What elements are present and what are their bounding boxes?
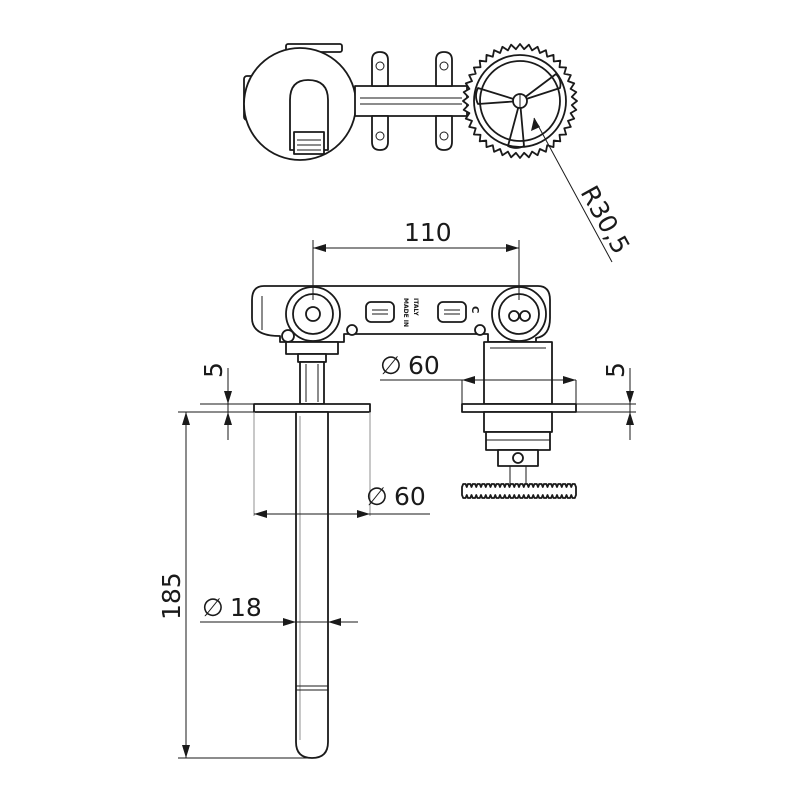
dimension-5-right: 5 xyxy=(576,362,636,440)
dimension-18-label: 18 xyxy=(230,593,262,622)
dimension-60-left-symbol: ∅ xyxy=(366,482,388,511)
dimension-5-left-label: 5 xyxy=(199,362,228,378)
front-view-body: MADE IN ITALY C xyxy=(251,285,551,343)
top-view-spout-body xyxy=(243,43,357,161)
dimension-185-label: 185 xyxy=(157,572,186,620)
dimension-5-left: 5 xyxy=(199,362,254,440)
front-view: MADE IN ITALY C xyxy=(157,218,636,759)
dimension-60-right-symbol: ∅ xyxy=(380,351,402,380)
dimension-60-right-label: 60 xyxy=(408,351,440,380)
dimension-60-left: ∅ 60 xyxy=(254,482,430,518)
dimension-18: ∅ 18 xyxy=(200,593,358,626)
radius-label: R30,5 xyxy=(575,181,636,259)
made-in-mark: MADE IN xyxy=(402,298,409,327)
dimension-60-right: ∅ 60 xyxy=(380,351,577,404)
ce-mark: C xyxy=(469,306,480,313)
dimension-110: 110 xyxy=(312,218,520,300)
italy-mark: ITALY xyxy=(412,298,419,316)
dimension-18-symbol: ∅ xyxy=(202,593,224,622)
top-view-handle xyxy=(462,43,578,159)
top-view-connector xyxy=(354,51,468,151)
handle-assembly xyxy=(461,341,577,499)
dimension-110-label: 110 xyxy=(404,218,452,247)
dimension-60-left-label: 60 xyxy=(394,482,426,511)
dimension-5-right-label: 5 xyxy=(601,362,630,378)
top-view: R30,5 xyxy=(243,43,636,263)
dimension-185: 185 xyxy=(157,411,312,759)
spout-assembly xyxy=(253,341,371,759)
